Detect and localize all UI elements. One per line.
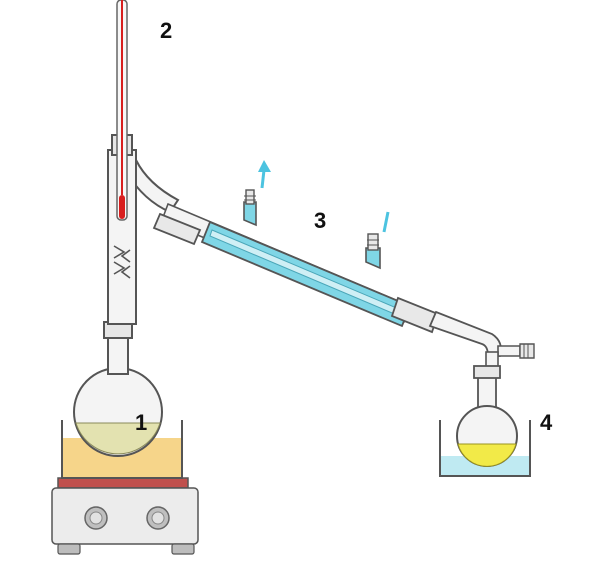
receiver-adapter [428,310,535,371]
hot-plate-top [57,477,189,489]
label-condenser: 3 [314,208,327,233]
label-receiver: 4 [540,410,553,435]
hot-plate-knob-right [146,506,170,530]
label-thermometer: 2 [160,18,173,43]
hot-plate-knob-left [84,506,108,530]
flask-residue [75,422,161,455]
label-flask: 1 [135,410,148,435]
receiving-flask [439,365,531,477]
receiver-distillate [457,443,517,467]
thermometer [111,0,133,221]
condenser [152,160,440,334]
water-out-arrow [258,160,271,189]
hot-plate [51,477,199,555]
water-in-arrow [382,211,390,233]
hot-plate-body [51,487,199,545]
distillation-flask [73,321,163,457]
